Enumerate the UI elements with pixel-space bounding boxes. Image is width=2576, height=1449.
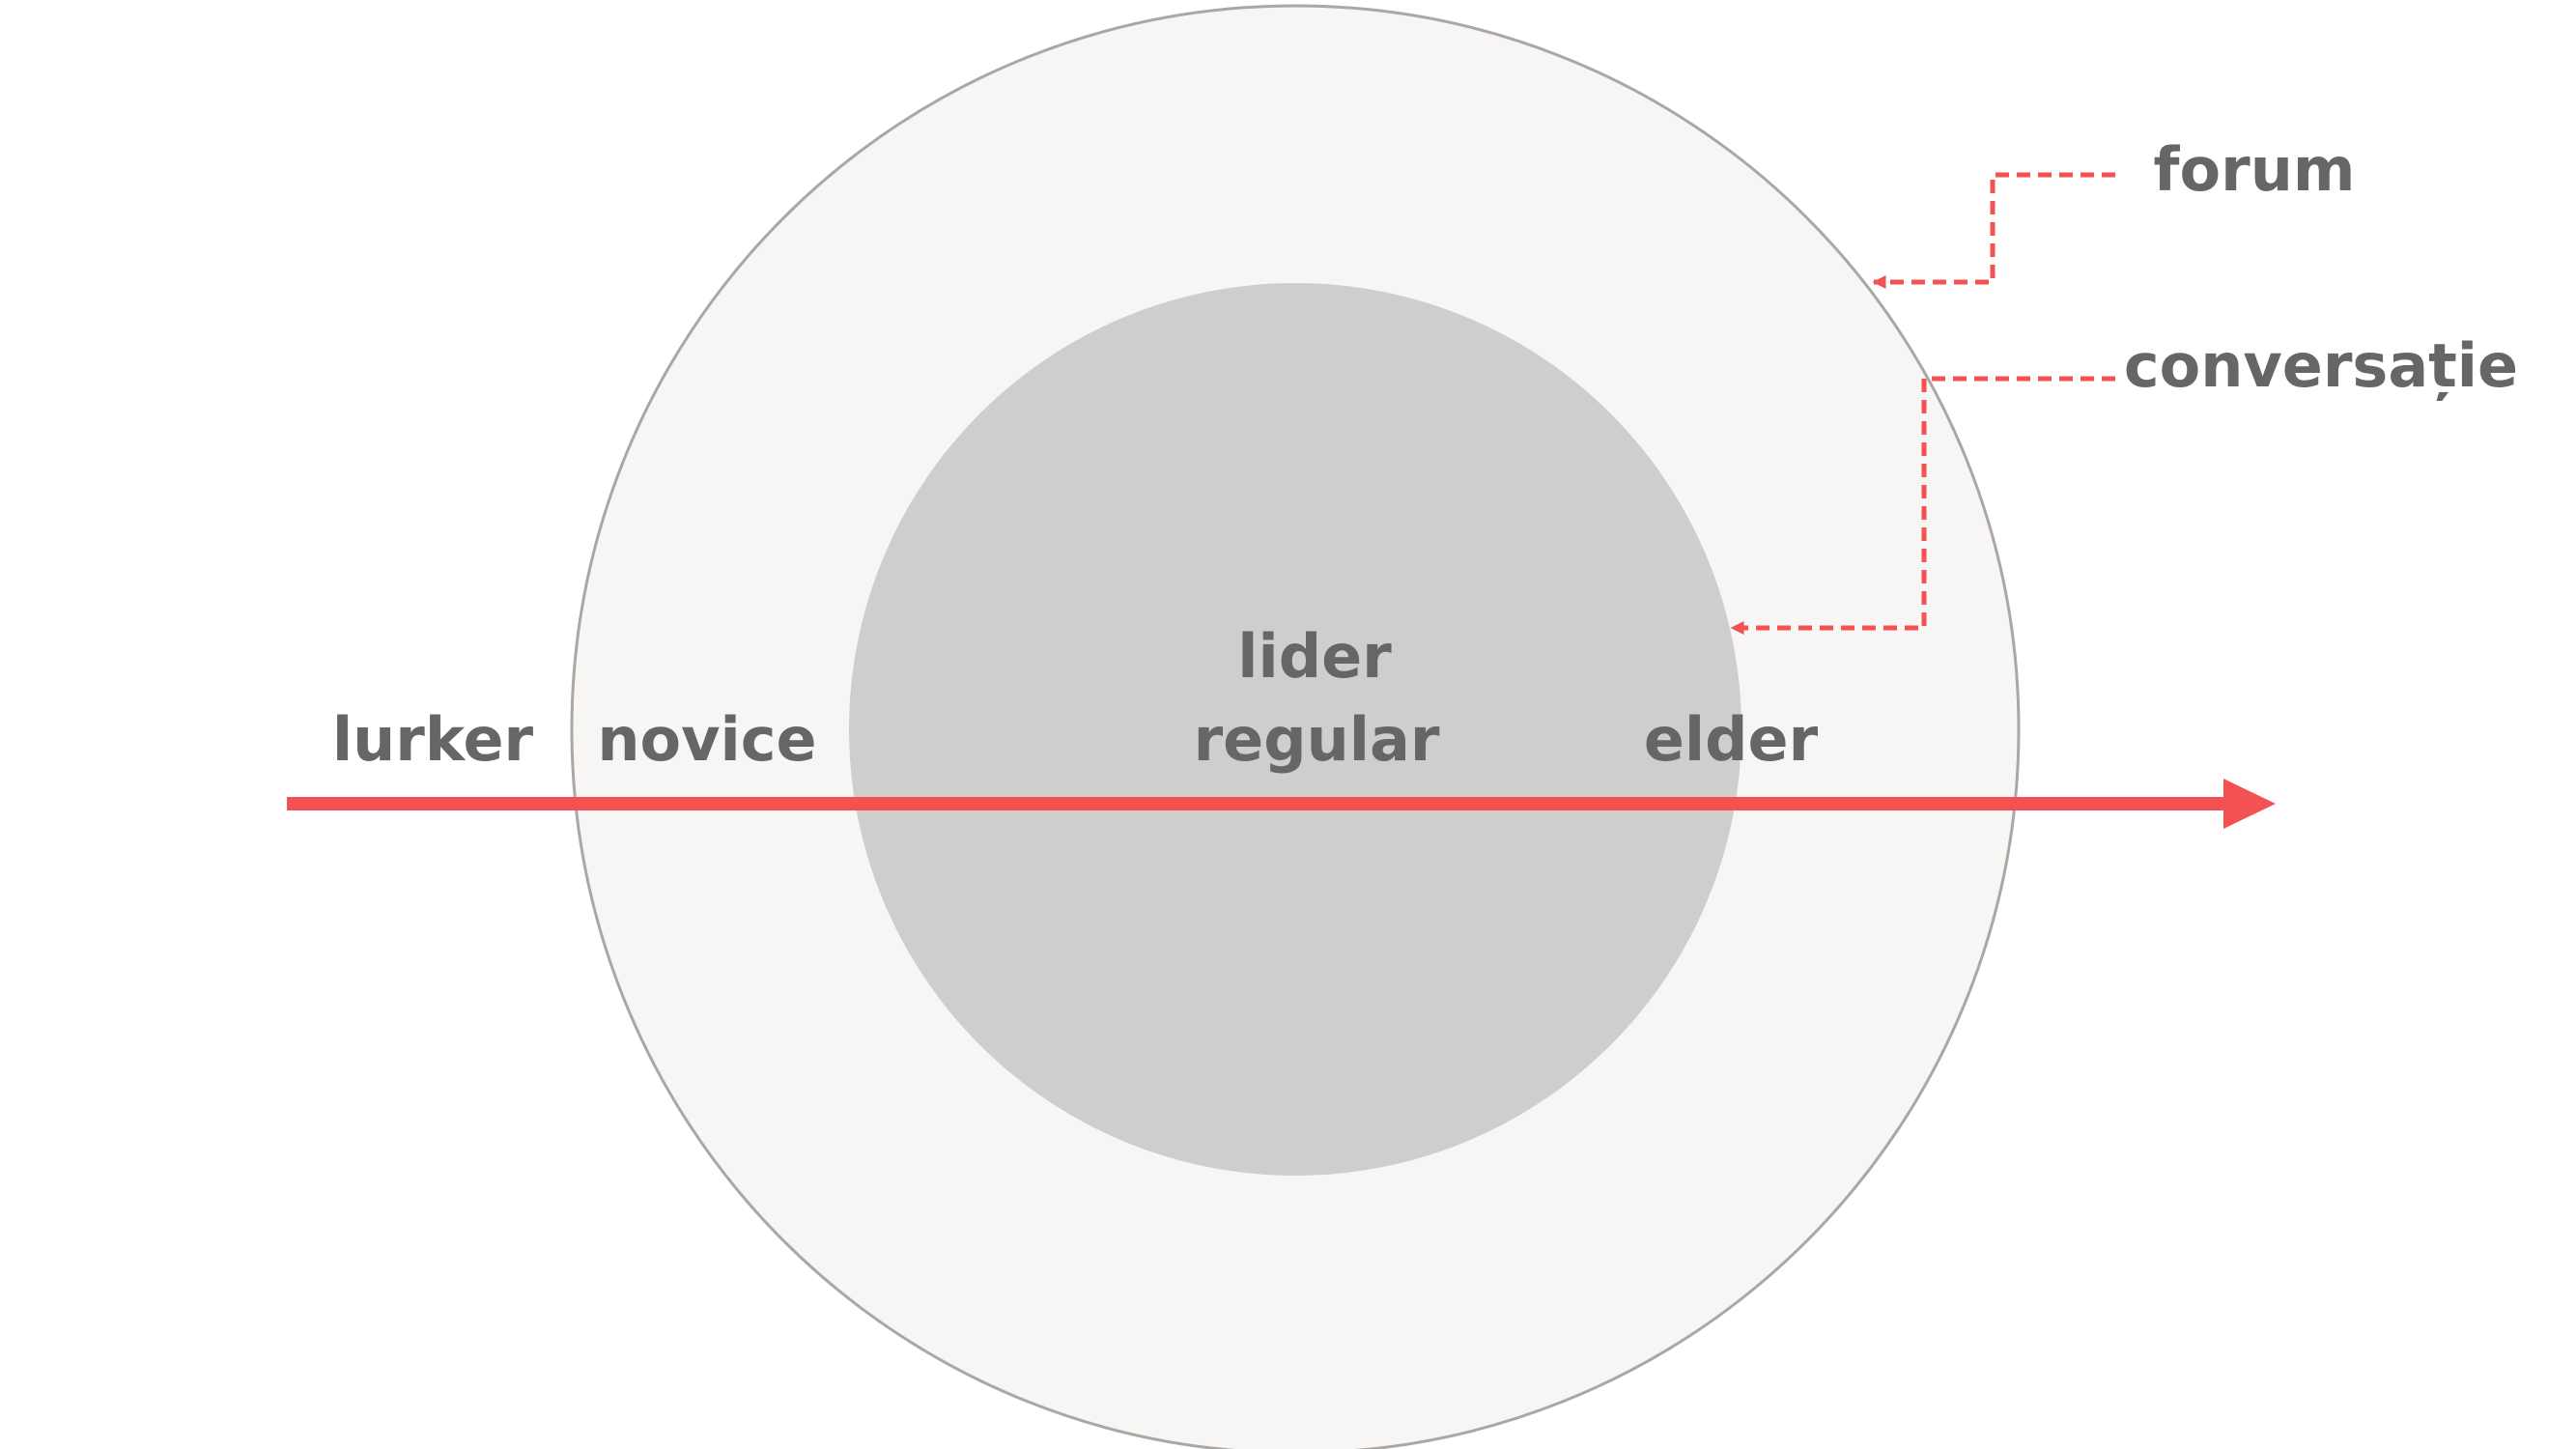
label-lider: lider: [1237, 621, 1392, 692]
label-elder: elder: [1644, 704, 1819, 775]
label-novice: novice: [597, 704, 816, 775]
progression-arrow: [287, 779, 2276, 829]
conversatie-circle: [849, 283, 1741, 1176]
label-conversatie: conversație: [2124, 330, 2518, 401]
conversatie-connector: [1730, 376, 2115, 635]
label-forum: forum: [2154, 134, 2356, 205]
forum-connector: [1872, 172, 2115, 289]
label-regular: regular: [1194, 704, 1440, 775]
label-lurker: lurker: [332, 704, 534, 775]
